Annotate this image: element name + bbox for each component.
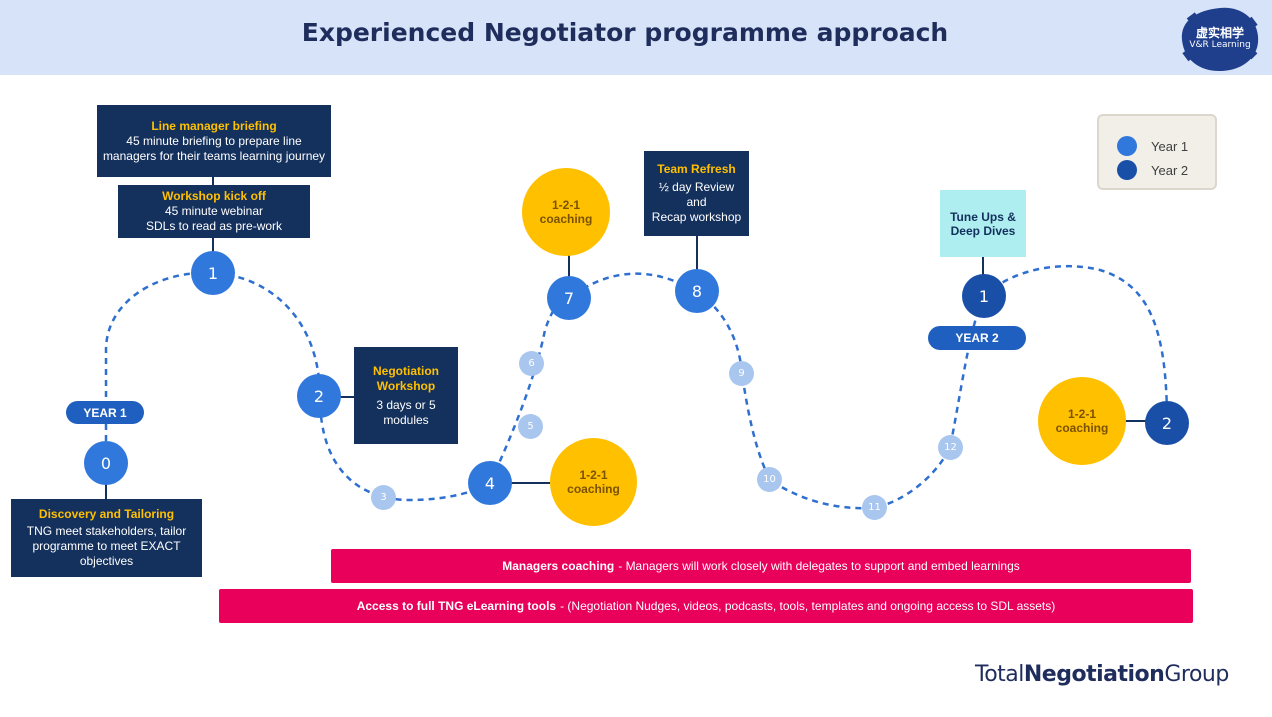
step-node-5: 5 [518, 414, 543, 439]
coaching-line2: coaching [567, 482, 620, 496]
step-node-11: 11 [862, 495, 887, 520]
managers-coaching-banner: Managers coaching - Managers will work c… [331, 549, 1191, 583]
step-node-1: 1 [191, 251, 235, 295]
step-node-0: 0 [84, 441, 128, 485]
tng-logo-text: TotalNegotiationGroup [975, 662, 1229, 687]
discovery-tailoring-line1: TNG meet stakeholders, tailor [26, 524, 187, 538]
line-manager-briefing-line1: 45 minute briefing to prepare line [126, 133, 302, 148]
legend-year2-label: Year 2 [1151, 162, 1189, 178]
coaching-line1: 1-2-1 [579, 468, 608, 482]
discovery-tailoring-box: Discovery and Tailoring TNG meet stakeho… [11, 499, 202, 577]
coaching-line1: 1-2-1 [1067, 407, 1096, 421]
year-1-label: YEAR 1 [66, 401, 144, 424]
legend: Year 1 Year 2 [1097, 114, 1217, 190]
step-node-7: 7 [547, 276, 591, 320]
step-node-4: 4 [468, 461, 512, 505]
line-manager-briefing-line2: managers for their teams learning journe… [102, 148, 326, 163]
year2-step-node-1: 1 [962, 274, 1006, 318]
elearning-access-bold: Access to full TNG eLearning tools [356, 599, 557, 613]
line-manager-briefing-title: Line manager briefing [151, 118, 277, 133]
coaching-line1: 1-2-1 [551, 198, 580, 212]
negotiation-workshop-box: Negotiation Workshop 3 days or 5 modules [354, 347, 458, 444]
workshop-kickoff-box: Workshop kick off 45 minute webinar SDLs… [118, 185, 310, 238]
legend-year1: Year 1 [1117, 136, 1188, 156]
vr-learning-logo [1181, 7, 1259, 72]
discovery-tailoring-line2: programme to meet EXACT [32, 539, 181, 553]
footer-part1: Total [975, 662, 1024, 687]
step-node-9: 9 [729, 361, 754, 386]
step-node-10: 10 [757, 467, 782, 492]
coaching-circle: 1-2-1 coaching [550, 438, 637, 526]
coaching-line2: coaching [539, 212, 593, 226]
step-node-8: 8 [675, 269, 719, 313]
step-node-12: 12 [938, 435, 963, 460]
team-refresh-box: Team Refresh ½ day Review and Recap work… [644, 151, 749, 236]
tune-ups-line1: Tune Ups & [950, 209, 1016, 224]
legend-year2-dot [1117, 160, 1137, 180]
discovery-tailoring-line3: objectives [79, 554, 134, 568]
workshop-kickoff-line2: SDLs to read as pre-work [145, 219, 283, 233]
line-manager-briefing-box: Line manager briefing 45 minute briefing… [97, 105, 331, 177]
workshop-kickoff-line1: 45 minute webinar [164, 204, 264, 218]
coaching-circle: 1-2-1 coaching [522, 168, 610, 256]
step-node-2: 2 [297, 374, 341, 418]
year2-step-node-2: 2 [1145, 401, 1189, 445]
legend-year1-label: Year 1 [1151, 138, 1189, 154]
workshop-kickoff-title: Workshop kick off [162, 189, 266, 203]
coaching-line2: coaching [1055, 421, 1109, 435]
page-title: Experienced Negotiator programme approac… [301, 18, 949, 47]
logo-chinese-text: 虚实相学 [1195, 26, 1244, 40]
step-node-3: 3 [371, 485, 396, 510]
footer-part2: Negotiation [1023, 662, 1165, 687]
negotiation-workshop-line2: modules [383, 412, 429, 427]
legend-year1-dot [1117, 136, 1137, 156]
logo-english-text: V&R Learning [1189, 40, 1251, 50]
discovery-tailoring-title: Discovery and Tailoring [38, 507, 175, 521]
negotiation-workshop-title2: Workshop [376, 378, 436, 393]
negotiation-workshop-title1: Negotiation [373, 363, 439, 378]
header-band [0, 0, 1272, 75]
tune-ups-line2: Deep Dives [950, 223, 1016, 238]
negotiation-workshop-line1: 3 days or 5 [376, 397, 436, 412]
elearning-access-banner: Access to full TNG eLearning tools - (Ne… [219, 589, 1193, 623]
step-node-6: 6 [519, 351, 544, 376]
managers-coaching-text: - Managers will work closely with delega… [618, 559, 1020, 573]
elearning-access-text: - (Negotiation Nudges, videos, podcasts,… [560, 599, 1056, 613]
coaching-circle: 1-2-1 coaching [1038, 377, 1126, 465]
year-2-label: YEAR 2 [928, 326, 1026, 350]
footer-part3: Group [1164, 662, 1229, 687]
team-refresh-line2: Recap workshop [651, 210, 742, 224]
managers-coaching-bold: Managers coaching [502, 559, 615, 573]
tune-ups-box: Tune Ups & Deep Dives [940, 190, 1026, 257]
team-refresh-line1: ½ day Review and [658, 180, 735, 209]
team-refresh-title: Team Refresh [657, 162, 736, 176]
legend-year2: Year 2 [1117, 160, 1188, 180]
